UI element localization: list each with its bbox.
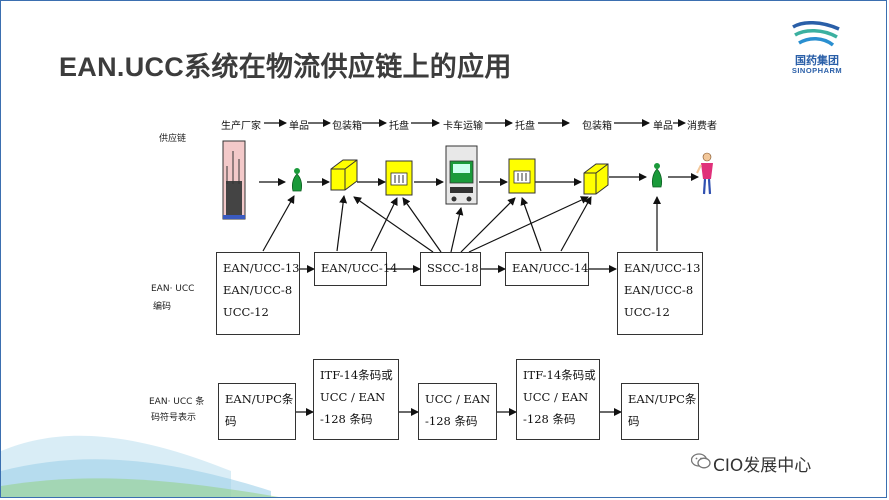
consumer-icon	[696, 152, 713, 195]
row-label-barcode: EAN· UCC 条	[149, 397, 205, 407]
pallet-icon	[385, 160, 413, 196]
row-label-barcode-2: 码符号表示	[151, 413, 197, 423]
code-box: EAN/UCC-14	[314, 252, 398, 286]
product-item-icon	[291, 168, 303, 192]
stage-label: 单品	[653, 121, 673, 132]
watermark-text: CIO发展中心	[713, 456, 812, 476]
code-text: EAN/UCC-8	[624, 283, 694, 297]
code-box: EAN/UCC-13 EAN/UCC-8 UCC-12	[216, 252, 300, 335]
code-text: EAN/UCC-8	[223, 283, 293, 297]
code-text: SSCC-18	[427, 261, 479, 275]
carton-box-icon	[330, 159, 358, 191]
symbol-text: ITF-14条码或	[523, 368, 596, 382]
stage-label: 包装箱	[582, 121, 612, 132]
symbol-box: UCC / EAN -128 条码	[418, 383, 497, 440]
page-title: EAN.UCC系统在物流供应链上的应用	[59, 52, 512, 82]
logo-waves-icon	[792, 21, 840, 47]
symbol-text: -128 条码	[523, 412, 576, 426]
symbol-box: ITF-14条码或 UCC / EAN -128 条码	[313, 359, 399, 440]
row-label-code: EAN· UCC	[151, 284, 195, 294]
code-box: SSCC-18	[420, 252, 481, 286]
row-label-supply-chain: 供应链	[159, 134, 187, 144]
logo-name-en: SINOPHARM	[791, 66, 843, 75]
wechat-icon	[691, 453, 711, 469]
stage-label: 包装箱	[332, 121, 362, 132]
symbol-text: ITF-14条码或	[320, 368, 393, 382]
product-item-icon	[651, 163, 663, 188]
stage-label: 单品	[289, 121, 309, 132]
symbol-text: 码	[225, 414, 237, 428]
code-text: EAN/UCC-13	[223, 261, 300, 275]
carton-box-icon	[583, 163, 609, 195]
symbol-text: EAN/UPC条	[225, 392, 294, 406]
row-label-code-2: 编码	[153, 302, 172, 312]
stage-label: 消费者	[687, 121, 717, 132]
factory-icon	[222, 140, 246, 220]
symbol-box: EAN/UPC条 码	[621, 383, 699, 440]
symbol-text: UCC / EAN	[425, 392, 491, 406]
code-box: EAN/UCC-13 EAN/UCC-8 UCC-12	[617, 252, 703, 335]
logo-name-cn: 国药集团	[795, 54, 839, 67]
symbol-text: UCC / EAN	[320, 390, 386, 404]
code-text: EAN/UCC-14	[321, 261, 398, 275]
stage-label: 生产厂家	[221, 121, 261, 132]
stage-label: 卡车运输	[443, 121, 483, 132]
code-text: UCC-12	[624, 305, 670, 319]
symbol-box: ITF-14条码或 UCC / EAN -128 条码	[516, 359, 600, 440]
code-box: EAN/UCC-14	[505, 252, 589, 286]
symbol-text: -128 条码	[425, 414, 478, 428]
stage-label: 托盘	[515, 121, 535, 132]
pallet-icon	[508, 158, 536, 194]
symbol-text: 码	[628, 414, 640, 428]
sinopharm-logo: 国药集团 SINOPHARM	[777, 21, 857, 77]
stage-label: 托盘	[389, 121, 409, 132]
code-text: UCC-12	[223, 305, 269, 319]
truck-icon	[445, 145, 478, 205]
symbol-text: UCC / EAN	[523, 390, 589, 404]
symbol-box: EAN/UPC条 码	[218, 383, 296, 440]
code-text: EAN/UCC-13	[624, 261, 701, 275]
code-text: EAN/UCC-14	[512, 261, 589, 275]
symbol-text: -128 条码	[320, 412, 373, 426]
symbol-text: EAN/UPC条	[628, 392, 697, 406]
